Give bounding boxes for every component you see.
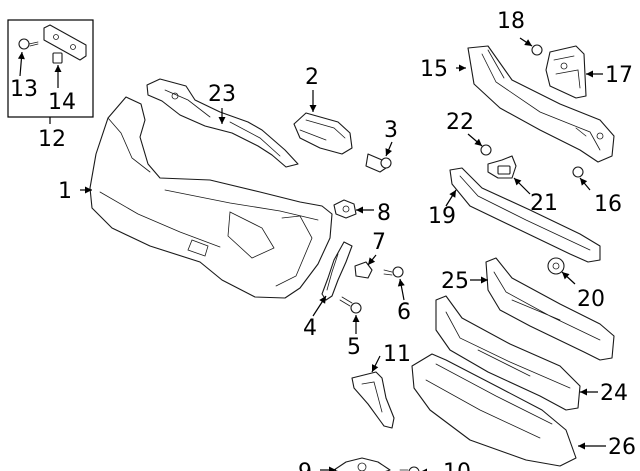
arrowhead-1 <box>85 186 92 194</box>
callout-17: 17 <box>605 63 633 88</box>
callout-3: 3 <box>384 118 398 143</box>
callout-14: 14 <box>48 90 76 115</box>
part-4-bracket[interactable] <box>321 241 353 301</box>
arrowhead-17 <box>586 70 593 78</box>
part-8-clip[interactable] <box>333 199 357 219</box>
arrowhead-13 <box>17 52 25 60</box>
part-14-bracket[interactable] <box>43 24 87 64</box>
part-17-bracket[interactable] <box>545 45 587 99</box>
part-6-screw[interactable] <box>383 266 404 278</box>
part-20-nut[interactable] <box>547 257 565 275</box>
leader-lines <box>17 37 606 471</box>
part-1-bumper-cover[interactable] <box>89 96 333 299</box>
part-11-bezel[interactable] <box>351 371 395 429</box>
callout-11: 11 <box>383 342 411 367</box>
callout-12: 12 <box>38 127 66 152</box>
callout-21: 21 <box>530 191 558 216</box>
arrowhead-20 <box>562 272 570 280</box>
callout-13: 13 <box>10 77 38 102</box>
arrowhead-14 <box>54 65 62 72</box>
callout-2: 2 <box>305 65 319 90</box>
arrowhead-10 <box>422 468 427 471</box>
arrowhead-18 <box>524 39 532 46</box>
callout-15: 15 <box>420 57 448 82</box>
arrowhead-5 <box>352 315 360 322</box>
part-5-bolt[interactable] <box>339 296 362 314</box>
callout-8: 8 <box>377 201 391 226</box>
callout-23: 23 <box>208 82 236 107</box>
callout-18: 18 <box>497 9 525 34</box>
part-25-lower-reinforcement[interactable] <box>485 257 615 361</box>
arrowhead-24 <box>580 388 587 396</box>
callout-16: 16 <box>594 192 622 217</box>
callout-19: 19 <box>428 204 456 229</box>
arrowhead-26 <box>578 442 585 450</box>
arrowhead-3 <box>385 148 392 156</box>
part-26-lower-spoiler[interactable] <box>411 353 577 467</box>
part-2-side-bracket[interactable] <box>293 112 353 155</box>
callout-22: 22 <box>446 110 474 135</box>
part-3-bolt[interactable] <box>365 153 392 173</box>
part-22-bolt[interactable] <box>480 144 492 156</box>
part-15-impact-bar[interactable] <box>467 45 615 163</box>
part-10-screw[interactable] <box>399 466 420 471</box>
part-7-clip[interactable] <box>354 261 373 279</box>
part-19-absorber[interactable] <box>449 167 601 263</box>
arrowhead-11 <box>372 364 379 372</box>
part-18-bolt[interactable] <box>531 44 543 56</box>
part-9-bracket[interactable] <box>333 457 391 471</box>
arrowhead-8 <box>356 206 363 214</box>
part-24-lower-support[interactable] <box>435 295 581 411</box>
arrowhead-25 <box>481 276 488 284</box>
callout-labels: 1 2 3 4 5 6 7 8 9 10 11 12 13 14 15 16 1… <box>10 9 636 471</box>
arrowhead-4 <box>319 296 326 304</box>
part-21-sensor[interactable] <box>487 155 517 179</box>
arrowhead-19 <box>449 190 456 198</box>
part-13-bolt[interactable] <box>18 38 39 50</box>
inset-box-12 <box>7 19 94 124</box>
callout-25: 25 <box>441 269 469 294</box>
arrowhead-2 <box>309 105 317 112</box>
arrowhead-9 <box>329 466 336 471</box>
callout-26: 26 <box>608 435 636 460</box>
callout-24: 24 <box>600 381 628 406</box>
callout-7: 7 <box>372 230 386 255</box>
callout-10: 10 <box>443 460 471 471</box>
callout-1: 1 <box>58 179 72 204</box>
part-16-bolt[interactable] <box>572 166 584 178</box>
arrowhead-6 <box>397 279 405 287</box>
arrowhead-15 <box>459 64 466 72</box>
arrowhead-7 <box>368 257 376 265</box>
arrowhead-23 <box>218 117 226 124</box>
arrowhead-21 <box>514 178 522 186</box>
callout-4: 4 <box>303 316 317 341</box>
arrowhead-22 <box>474 138 482 146</box>
callout-20: 20 <box>577 287 605 312</box>
callout-6: 6 <box>397 300 411 325</box>
callout-5: 5 <box>347 335 361 360</box>
arrowhead-16 <box>580 178 588 186</box>
callout-9: 9 <box>298 460 312 471</box>
